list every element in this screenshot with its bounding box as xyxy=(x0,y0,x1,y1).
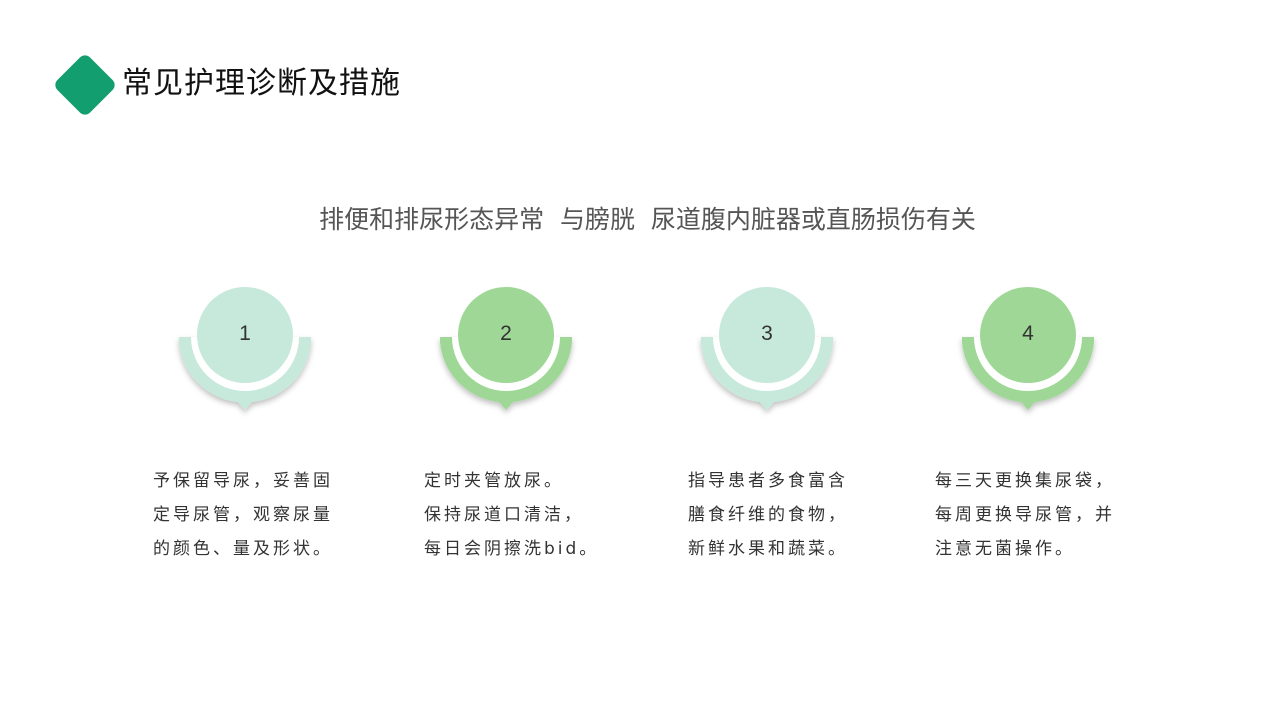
step-description-2: 定时夹管放尿。 保持尿道口清洁， 每日会阴擦洗bid。 xyxy=(424,464,599,566)
description-line: 新鲜水果和蔬菜。 xyxy=(688,539,848,559)
description-line: 膳食纤维的食物， xyxy=(688,505,848,525)
step-badge-2: 2 xyxy=(436,280,576,420)
step-number: 2 xyxy=(500,322,512,345)
description-line: 予保留导尿，妥善固 xyxy=(153,471,333,491)
step-number: 4 xyxy=(1022,322,1034,345)
step-badge-1: 1 xyxy=(175,280,315,420)
step-description-3: 指导患者多食富含 膳食纤维的食物， 新鲜水果和蔬菜。 xyxy=(688,464,848,566)
description-line: 保持尿道口清洁， xyxy=(424,505,584,525)
diagnosis-heading: 排便和排尿形态异常 与膀胱 尿道腹内脏器或直肠损伤有关 xyxy=(319,205,976,234)
step-description-1: 予保留导尿，妥善固 定导尿管，观察尿量 的颜色、量及形状。 xyxy=(153,464,333,566)
description-line: 每周更换导尿管，并 xyxy=(935,505,1115,525)
step-number: 3 xyxy=(761,322,773,345)
badge-cup-icon xyxy=(962,287,1094,410)
step-number: 1 xyxy=(239,322,251,345)
page-title: 常见护理诊断及措施 xyxy=(122,66,401,101)
description-line: 每三天更换集尿袋， xyxy=(935,471,1115,491)
description-line: 每日会阴擦洗bid。 xyxy=(424,539,600,559)
diamond-logo-icon xyxy=(52,52,118,118)
description-line: 定导尿管，观察尿量 xyxy=(153,505,333,525)
step-badge-3: 3 xyxy=(697,280,837,420)
badge-cup-icon xyxy=(179,287,311,410)
badge-cup-icon xyxy=(440,287,572,410)
description-line: 的颜色、量及形状。 xyxy=(153,539,333,559)
step-badge-4: 4 xyxy=(958,280,1098,420)
description-line: 注意无菌操作。 xyxy=(935,539,1075,559)
description-line: 定时夹管放尿。 xyxy=(424,471,564,491)
badge-cup-icon xyxy=(701,287,833,410)
step-description-4: 每三天更换集尿袋， 每周更换导尿管，并 注意无菌操作。 xyxy=(935,464,1115,566)
description-line: 指导患者多食富含 xyxy=(688,471,848,491)
